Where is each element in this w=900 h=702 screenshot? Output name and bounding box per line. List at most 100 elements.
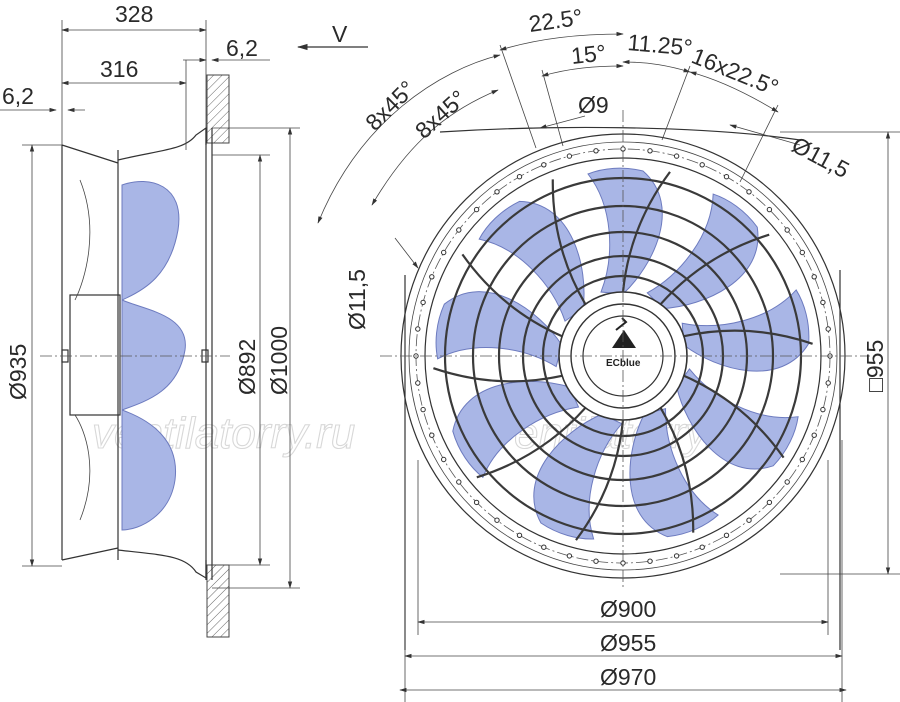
impeller-blade [646, 193, 759, 310]
side-blade-1 [121, 181, 180, 301]
bolt-hole [746, 189, 752, 195]
dim-11-25-arc [622, 59, 691, 73]
guard-spoke [683, 329, 813, 345]
bolt-hole [647, 558, 653, 564]
dim-11-5-left-leader [394, 237, 419, 269]
dim-15-label: 15° [570, 39, 607, 68]
dim-892-label: Ø892 [234, 339, 260, 395]
bolt-hole [494, 517, 500, 523]
bolt-hole [456, 479, 462, 485]
bolt-hole [784, 479, 790, 485]
side-view: 328 316 6,2 6,2 Ø935 Ø892 Ø1000 V [0, 1, 368, 638]
dim-11-5-right-leader [729, 124, 801, 146]
dim-9-label: Ø9 [578, 92, 609, 118]
bolt-hole [473, 206, 480, 213]
side-blade-3 [121, 409, 177, 531]
view-marker-label: V [332, 21, 348, 47]
side-blade-2 [121, 299, 186, 411]
bolt-hole [784, 227, 790, 233]
dim-22-5-label: 22.5° [527, 4, 584, 37]
guard-spoke [659, 407, 695, 533]
dim-6-2-top-label: 6,2 [226, 35, 258, 61]
bolt-hole [420, 299, 426, 306]
bolt-hole [441, 249, 447, 256]
bolt-hole [746, 517, 752, 523]
bolt-hole [723, 532, 730, 538]
nozzle-profile [117, 126, 207, 580]
bolt-hole [820, 299, 826, 306]
dim-955-label: Ø955 [600, 630, 656, 656]
guard-spoke [621, 171, 671, 293]
bolt-hole [811, 432, 817, 438]
bolt-hole [799, 456, 805, 463]
bolt-hole [516, 174, 523, 180]
dim-8x45-outer-arc [317, 54, 501, 224]
bolt-hole [566, 553, 573, 559]
wall-section-top [206, 74, 230, 144]
bolt-hole [441, 456, 447, 463]
impeller-blade [533, 413, 623, 540]
bolt-hole [566, 153, 573, 159]
leader-22-5 [499, 44, 537, 149]
dim-8x45-inner-arc [371, 89, 499, 206]
bolt-hole [673, 153, 680, 159]
hub-logo-text: ECblue [606, 358, 641, 369]
impeller-blade [435, 291, 563, 368]
dim-22-5-arc [499, 31, 624, 51]
dim-6-2-left-label: 6,2 [2, 83, 34, 109]
dim-sq955-label: □955 [862, 340, 888, 392]
bolt-hole [593, 558, 599, 564]
bolt-hole [647, 148, 653, 154]
dim-11-5-left-label: Ø11,5 [344, 269, 370, 330]
guard-spoke [659, 233, 770, 305]
impeller-blade [629, 407, 719, 538]
impeller-blades [435, 167, 810, 540]
bolt-hole [429, 432, 435, 438]
guard-spokes [433, 171, 813, 541]
bolt-hole [699, 544, 705, 550]
guard-spoke [551, 179, 587, 305]
bolt-hole [811, 274, 817, 280]
bolt-hole [456, 227, 462, 233]
bolt-hole [473, 499, 480, 506]
dim-1000-label: Ø1000 [266, 326, 292, 395]
dim-16x22-5-arc [689, 71, 779, 113]
bolt-hole [429, 274, 435, 280]
bolt-hole [420, 406, 426, 413]
leader-11-25 [661, 65, 691, 141]
motor-block [69, 294, 121, 416]
bolt-hole [799, 249, 805, 256]
guard-spoke [575, 419, 625, 541]
bolt-hole [825, 326, 831, 332]
dim-11-25-label: 11.25° [627, 29, 694, 61]
bolt-hole [494, 189, 500, 195]
bolt-hole [541, 544, 547, 550]
dim-328-label: 328 [115, 1, 153, 27]
guard-spoke [461, 253, 563, 338]
front-view: ECblue 8x45° 8x45° 22.5° 15° 11.25° 16x2… [317, 4, 900, 702]
bolt-hole [415, 380, 421, 386]
guard-spoke [683, 374, 785, 459]
dim-900-label: Ø900 [600, 596, 656, 622]
bolt-hole [516, 532, 523, 538]
bolt-hole [766, 206, 773, 213]
bolt-hole [415, 326, 421, 332]
bolt-hole [673, 553, 680, 559]
impeller-blade [452, 380, 580, 479]
dim-11-5-right-label: Ø11,5 [788, 131, 854, 183]
wall-section-bottom [206, 564, 230, 638]
bolt-hole [699, 162, 705, 168]
dim-316-label: 316 [100, 56, 138, 82]
bolt-hole [541, 162, 547, 168]
leader-15 [541, 69, 564, 147]
bolt-hole [766, 499, 773, 506]
dim-935-label: Ø935 [5, 344, 31, 400]
guard-spoke [476, 407, 587, 479]
side-struts [74, 179, 91, 521]
bolt-hole [593, 148, 599, 154]
dim-9-leader [539, 115, 586, 129]
guard-spoke [433, 367, 563, 383]
bolt-hole [825, 380, 831, 386]
dim-970-label: Ø970 [600, 664, 656, 690]
